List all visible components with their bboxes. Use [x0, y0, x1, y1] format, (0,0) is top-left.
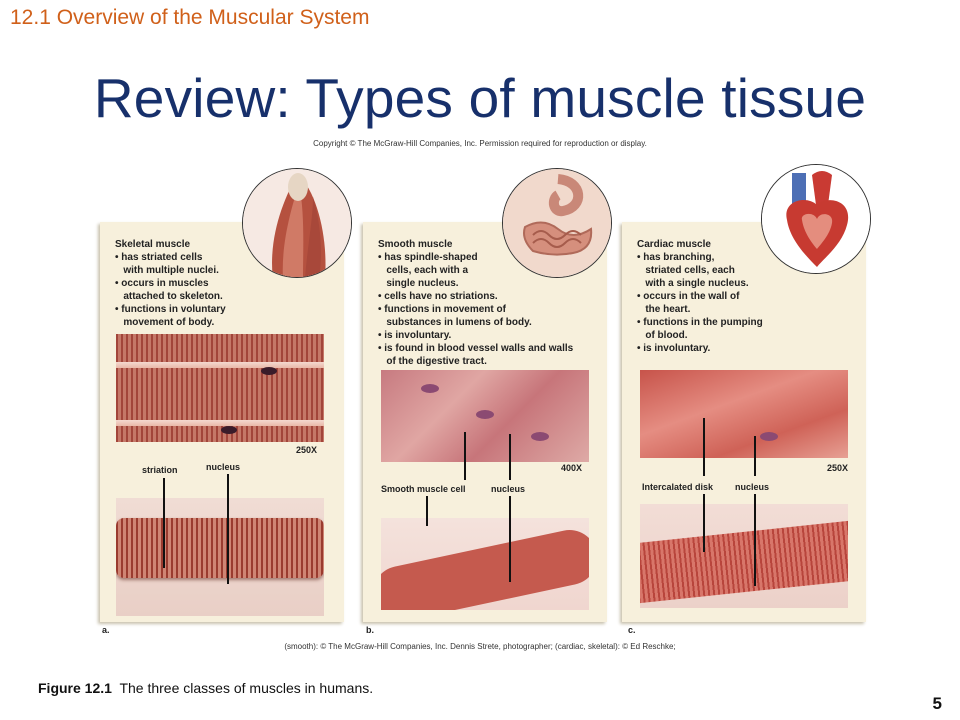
figure-number: Figure 12.1 [38, 680, 112, 696]
striation-pointer [163, 478, 165, 568]
slide-title: Review: Types of muscle tissue [93, 67, 867, 129]
arm-muscle-illustration [242, 168, 352, 278]
skeletal-micrograph [116, 334, 324, 442]
smooth-muscle-panel: Smooth muscle • has spindle-shaped cells… [363, 222, 607, 622]
nucleus-pointer-skeletal [227, 474, 229, 584]
smooth-magnification: 400X [561, 463, 583, 473]
disk-pointer-top [703, 418, 705, 476]
nucleus-label-cardiac: nucleus [735, 482, 770, 492]
cardiac-magnification: 250X [827, 463, 849, 473]
skeletal-fiber-drawing [116, 498, 324, 616]
digestive-tract-illustration [502, 168, 612, 278]
photo-credit: (smooth): © The McGraw-Hill Companies, I… [284, 642, 676, 651]
smooth-cell-label: Smooth muscle cell [381, 484, 466, 494]
smooth-description: Smooth muscle • has spindle-shaped cells… [378, 239, 574, 367]
cell-pointer-bottom [426, 496, 428, 526]
nucleus-label-smooth: nucleus [491, 484, 526, 494]
striation-label: striation [142, 465, 178, 475]
copyright-notice: Copyright © The McGraw-Hill Companies, I… [313, 139, 647, 148]
nucleus-pointer-bottom-cardiac [754, 494, 756, 586]
disk-pointer-bottom [703, 494, 705, 552]
panel-letter-b: b. [366, 625, 374, 635]
cardiac-description: Cardiac muscle • has branching, striated… [637, 239, 763, 354]
nucleus-pointer-top-cardiac [754, 436, 756, 476]
page-number: 5 [932, 694, 942, 713]
cardiac-muscle-panel: Cardiac muscle • has branching, striated… [622, 222, 866, 622]
cardiac-fiber-drawing [640, 504, 848, 608]
skeletal-description: Skeletal muscle • has striated cells wit… [115, 239, 226, 328]
intercalated-disk-label: Intercalated disk [642, 482, 714, 492]
nucleus-pointer-bottom [509, 496, 511, 582]
heart-illustration [761, 164, 871, 274]
smooth-cell-drawing [381, 518, 589, 610]
panel-letter-c: c. [628, 625, 636, 635]
nucleus-pointer-top [509, 434, 511, 480]
skeletal-muscle-panel: Skeletal muscle • has striated cells wit… [100, 222, 344, 622]
panel-letter-a: a. [102, 625, 110, 635]
cardiac-micrograph [640, 370, 848, 458]
cell-pointer-top [464, 432, 466, 480]
nucleus-label-skeletal: nucleus [206, 462, 241, 472]
smooth-micrograph [381, 370, 589, 462]
skeletal-magnification: 250X [296, 445, 318, 455]
figure-caption-text: The three classes of muscles in humans. [119, 680, 374, 696]
section-title: 12.1 Overview of the Muscular System [10, 6, 370, 29]
figure-caption: Figure 12.1 The three classes of muscles… [38, 680, 373, 696]
